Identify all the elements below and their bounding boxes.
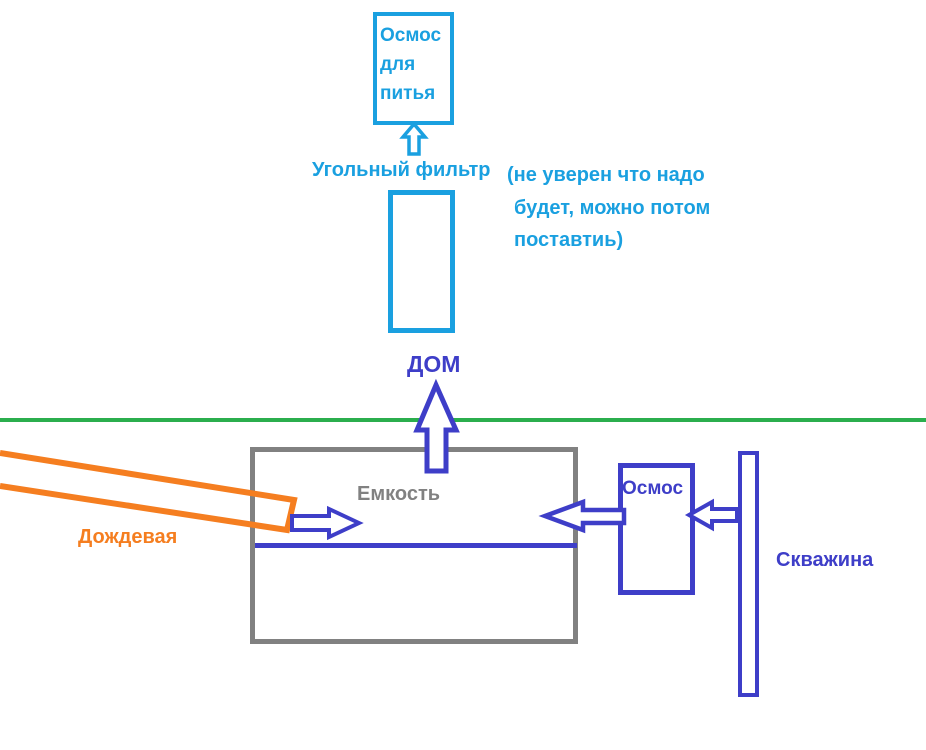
well-to-osmosis-arrow [684,498,739,532]
ground-line [0,418,926,422]
drinking-osmosis-label: Осмос для питья [380,25,442,104]
carbon-filter-note: (не уверен что надо будет, можно потом п… [507,159,710,257]
osmosis-label: Осмос [622,478,684,499]
house-label: ДОМ [407,351,461,377]
well-label: Скважина [776,549,874,571]
drinking-osmosis-box: Осмос для питья [373,12,454,125]
carbon-filter-box [388,190,455,333]
carbon-filter-note-line-3: поставтиь) [514,229,624,251]
carbon-filter-label: Угольный фильтр [312,159,491,181]
drinking-osmosis-arrow [399,121,429,156]
rainwater-label: Дождевая [78,526,178,548]
tank-label: Емкость [357,483,441,505]
well-pipe-shape [738,451,759,697]
carbon-filter-note-line-2: будет, можно потом [514,196,711,219]
carbon-filter-note-line-1: (не уверен что надо [507,164,705,186]
water-level-line [255,543,577,548]
